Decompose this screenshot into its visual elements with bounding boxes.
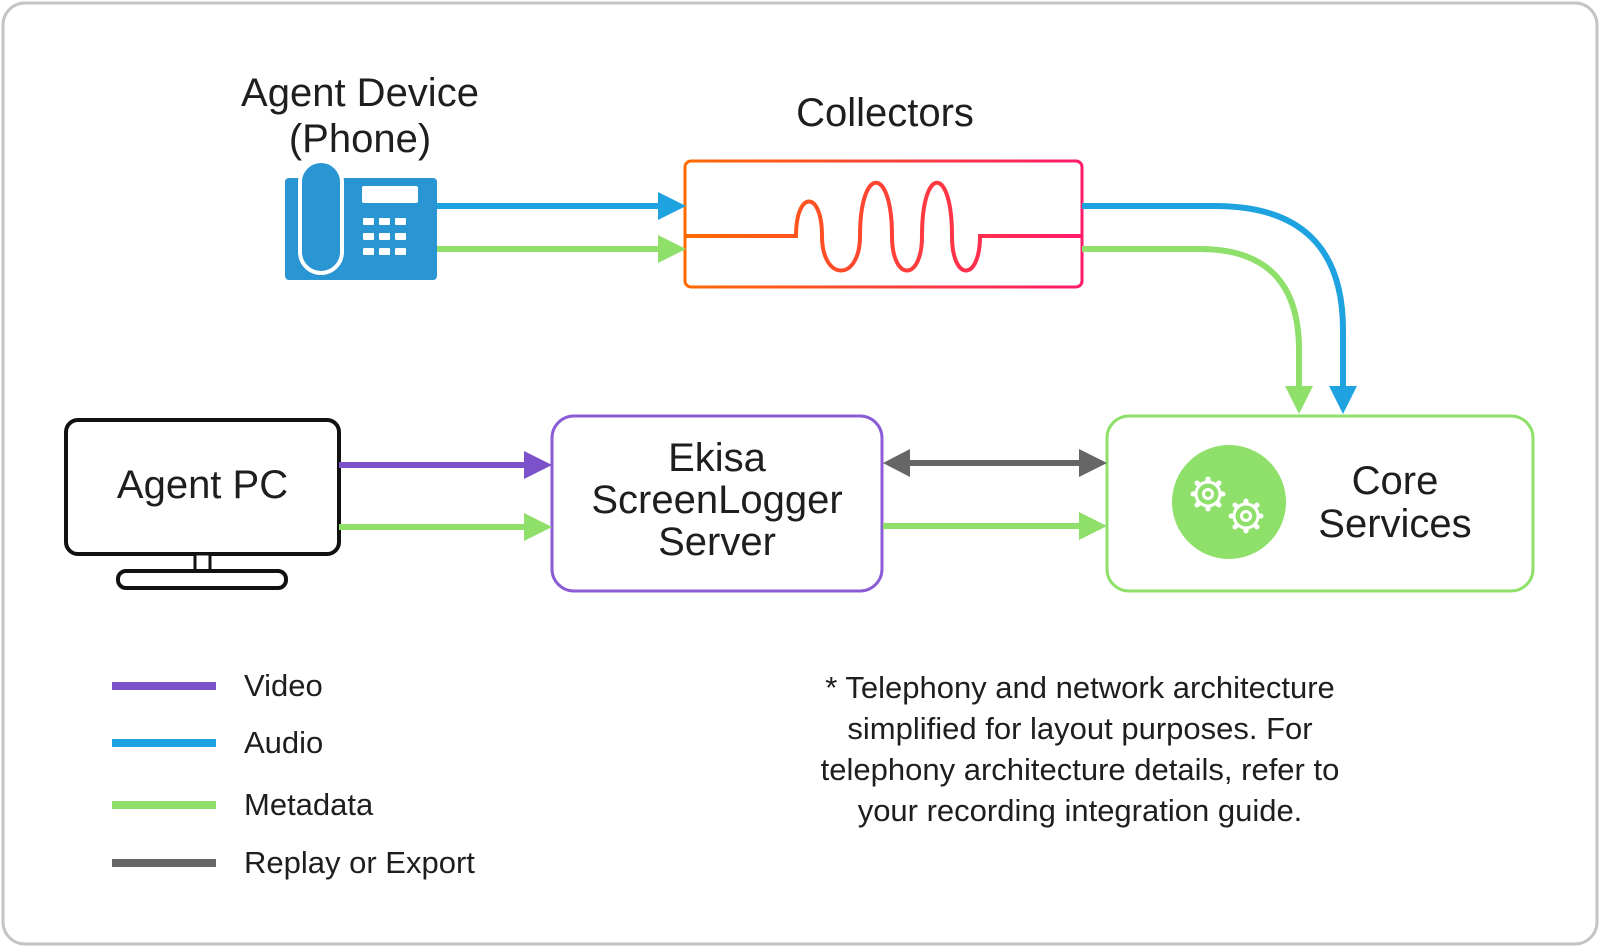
- legend-label-audio: Audio: [244, 725, 324, 760]
- legend-label-video: Video: [244, 668, 323, 703]
- screenlogger-box: [550, 414, 884, 593]
- metadata-connector-phone-collectors: [437, 235, 686, 263]
- waveform-icon: [686, 180, 1081, 273]
- metadata-connector-pc-screenlogger: [339, 513, 552, 541]
- core-services-box: [1105, 414, 1535, 593]
- collectors-title: Collectors: [796, 91, 974, 135]
- monitor-icon: [64, 418, 341, 590]
- screenlogger-label: Ekisa ScreenLogger Server: [591, 436, 843, 564]
- legend-swatch-audio: [112, 739, 216, 747]
- audio-connector-collectors-core: [1082, 203, 1357, 414]
- replay-connector-screenlogger-core: [883, 449, 1107, 477]
- collectors-box: [683, 159, 1084, 289]
- desk-phone-icon: [285, 159, 437, 280]
- metadata-connector-screenlogger-core: [883, 512, 1107, 540]
- agent-device-title: Agent Device (Phone): [241, 71, 479, 162]
- audio-connector-phone-collectors: [437, 192, 686, 220]
- video-connector-pc-screenlogger: [339, 451, 552, 479]
- legend-label-replay: Replay or Export: [244, 845, 475, 880]
- core-services-label: Core Services: [1318, 459, 1472, 546]
- legend-swatch-video: [112, 682, 216, 690]
- agent-pc-label: Agent PC: [116, 463, 289, 507]
- metadata-connector-collectors-core: [1082, 246, 1313, 414]
- legend-swatch-replay: [112, 859, 216, 867]
- legend-label-metadata: Metadata: [244, 787, 374, 822]
- legend-swatch-metadata: [112, 801, 216, 809]
- gears-icon: [1172, 445, 1286, 559]
- architecture-footnote: * Telephony and network architecture sim…: [820, 670, 1340, 828]
